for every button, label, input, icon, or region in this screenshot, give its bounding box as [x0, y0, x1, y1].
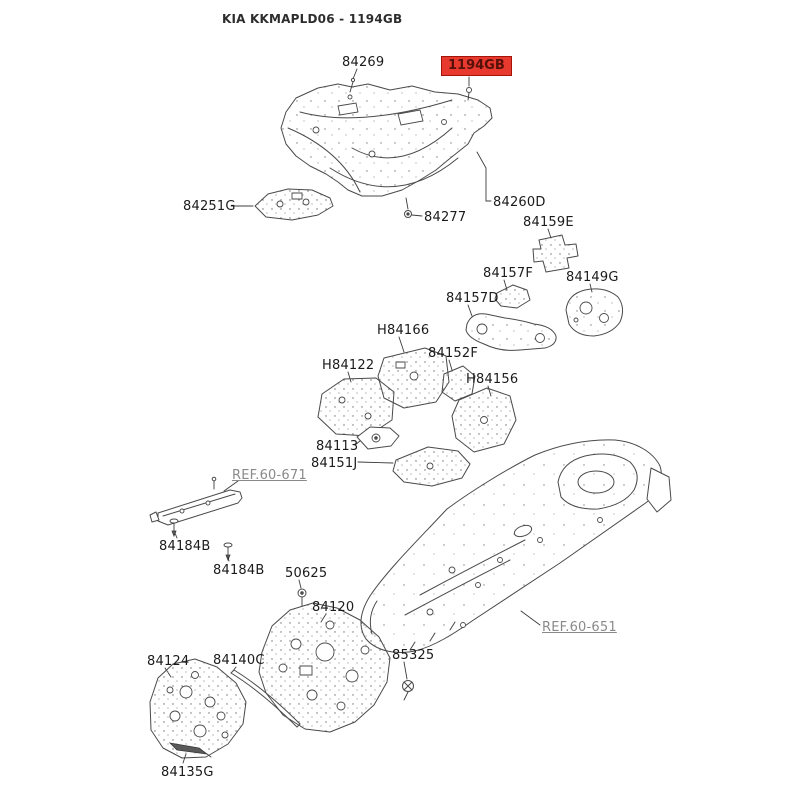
part-label-84151J: 84151J — [311, 456, 358, 471]
part-label-84184B-b: 84184B — [213, 563, 265, 578]
part-label-84157D: 84157D — [446, 291, 499, 306]
part-label-84152F: 84152F — [428, 346, 479, 361]
art-floor-carpet — [280, 83, 493, 197]
art-floor-panel-ref60651 — [360, 439, 672, 653]
part-label-84184B-a: 84184B — [159, 539, 211, 554]
art-pad-H84122 — [317, 371, 395, 437]
part-label-84149G: 84149G — [566, 270, 619, 285]
part-label-50625: 50625 — [285, 566, 328, 581]
part-label-84260D: 84260D — [493, 195, 546, 210]
screw-84269 — [349, 68, 358, 93]
part-label-84124: 84124 — [147, 654, 190, 669]
part-label-84269: 84269 — [342, 55, 385, 70]
art-bracket-84113 — [354, 426, 400, 450]
bolt-84184B-b — [223, 542, 233, 562]
fastener-85325 — [402, 661, 414, 701]
ref-label-60-651: REF.60-651 — [542, 620, 617, 635]
art-pad-84159E — [532, 228, 579, 273]
part-label-84120: 84120 — [312, 600, 355, 615]
art-dash-insulator-84120 — [258, 602, 391, 733]
part-label-H84166: H84166 — [377, 323, 430, 338]
nut-84277 — [404, 197, 423, 218]
fastener-50625 — [297, 579, 307, 607]
art-crossmember-ref60671 — [149, 476, 243, 526]
highlighted-part-label-1194GB[interactable]: 1194GB — [441, 56, 512, 76]
part-label-H84156: H84156 — [466, 372, 519, 387]
art-bracket-84251G — [230, 188, 334, 221]
art-strip-84140C — [230, 666, 301, 728]
part-label-84159E: 84159E — [523, 215, 574, 230]
part-label-84157F: 84157F — [483, 266, 534, 281]
part-label-84140C: 84140C — [213, 653, 265, 668]
part-label-84277: 84277 — [424, 210, 467, 225]
page-title: KIA KKMAPLD06 - 1194GB — [222, 12, 403, 26]
bolt-84184B-a — [169, 518, 179, 539]
part-label-H84122: H84122 — [322, 358, 375, 373]
ref-label-60-671: REF.60-671 — [232, 468, 307, 483]
art-dash-panel-84124 — [149, 658, 247, 759]
part-label-84251G: 84251G — [183, 199, 236, 214]
art-pad-84157D — [465, 304, 557, 351]
screw-1194GB — [466, 76, 472, 101]
art-pad-84149G — [565, 283, 624, 337]
part-label-84135G: 84135G — [161, 765, 214, 780]
art-strip-84135G — [168, 742, 212, 764]
part-label-84113: 84113 — [316, 439, 359, 454]
part-label-85325: 85325 — [392, 648, 435, 663]
art-pad-H84166 — [377, 336, 450, 409]
art-pad-84151J — [357, 446, 471, 487]
leader-84260D — [476, 151, 492, 202]
art-pad-84157F — [494, 279, 531, 309]
art-pad-H84156 — [451, 385, 517, 453]
